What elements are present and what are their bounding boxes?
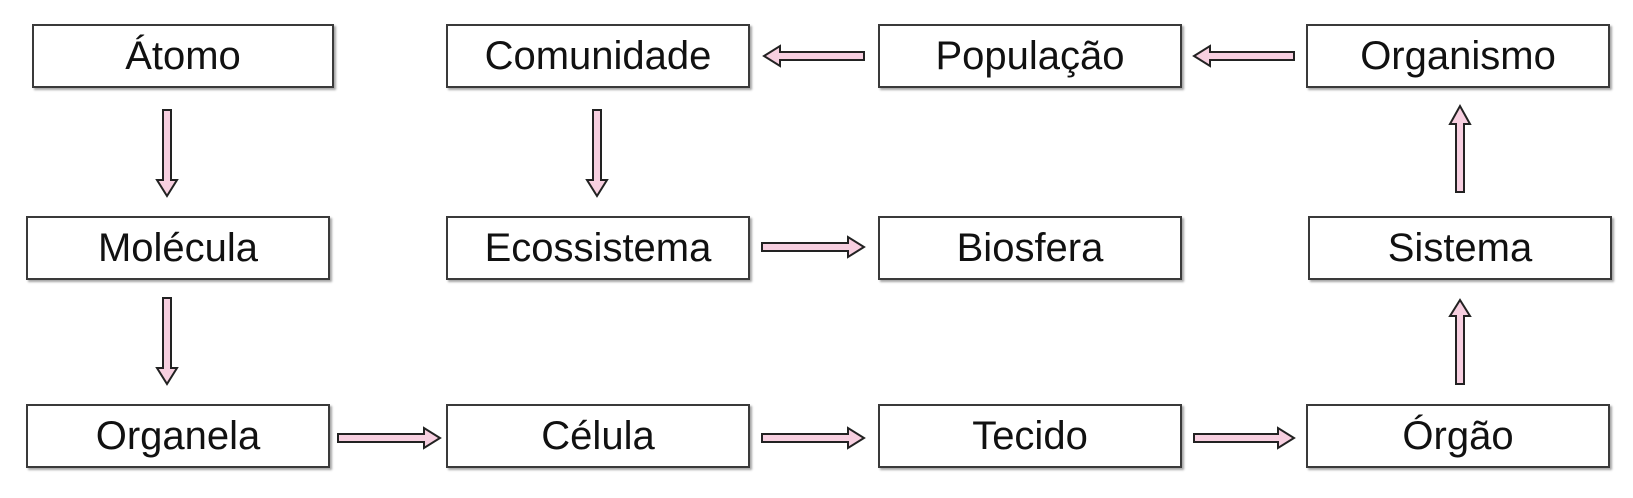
node-label: Ecossistema	[484, 226, 712, 270]
node-tecido: Tecido	[878, 404, 1182, 468]
node-label: Átomo	[125, 34, 241, 78]
node-label: Comunidade	[484, 34, 712, 78]
arrow-down-icon	[155, 297, 179, 386]
node-organela: Organela	[26, 404, 330, 468]
arrow-up-icon	[1448, 298, 1472, 385]
node-label: Célula	[541, 414, 655, 458]
node-label: Organismo	[1360, 34, 1556, 78]
arrow-right-icon	[337, 426, 442, 450]
arrow-down-icon	[585, 109, 609, 198]
node-celula: Célula	[446, 404, 750, 468]
node-label: Molécula	[97, 226, 259, 270]
node-label: Sistema	[1387, 226, 1533, 270]
node-label: Biosfera	[956, 226, 1104, 270]
node-molecula: Molécula	[26, 216, 330, 280]
node-organismo: Organismo	[1306, 24, 1610, 88]
node-orgao: Órgão	[1306, 404, 1610, 468]
arrow-right-icon	[761, 235, 866, 259]
node-comunidade: Comunidade	[446, 24, 750, 88]
node-biosfera: Biosfera	[878, 216, 1182, 280]
arrow-up-icon	[1448, 103, 1472, 193]
arrow-right-icon	[1193, 426, 1296, 450]
arrow-down-icon	[155, 109, 179, 198]
node-atomo: Átomo	[32, 24, 334, 88]
arrow-right-icon	[761, 426, 866, 450]
node-label: População	[935, 34, 1125, 78]
node-ecossistema: Ecossistema	[446, 216, 750, 280]
node-sistema: Sistema	[1308, 216, 1612, 280]
arrow-left-icon	[1192, 44, 1295, 68]
node-label: Órgão	[1402, 414, 1514, 458]
node-populacao: População	[878, 24, 1182, 88]
node-label: Organela	[95, 414, 261, 458]
node-label: Tecido	[972, 414, 1088, 458]
arrow-left-icon	[762, 44, 865, 68]
